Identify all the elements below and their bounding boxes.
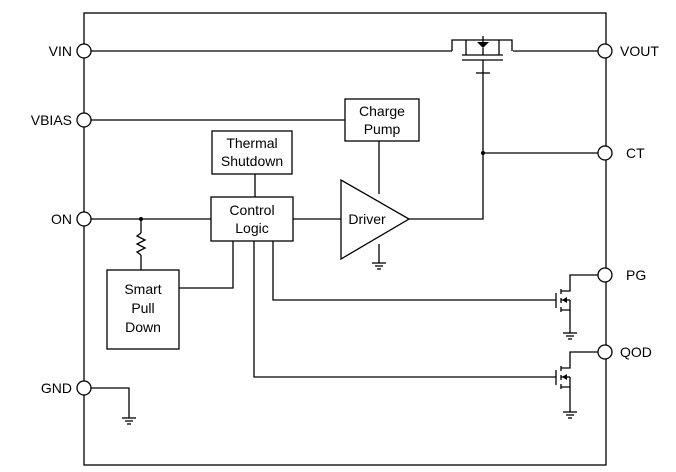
pin-on bbox=[76, 211, 92, 227]
pin-qod bbox=[597, 344, 613, 360]
qod-mosfet bbox=[555, 351, 598, 419]
driver-gate-wire bbox=[409, 73, 484, 220]
driver-block: Driver bbox=[340, 178, 411, 261]
pin-pg bbox=[597, 267, 613, 283]
label-vbias: VBIAS bbox=[31, 112, 72, 128]
pg-gate-wire bbox=[272, 241, 556, 301]
gnd-wire bbox=[91, 387, 130, 418]
label-qod: QOD bbox=[620, 344, 652, 360]
label-gnd: GND bbox=[41, 380, 72, 396]
pulldown-label-3: Down bbox=[125, 319, 161, 335]
control-label-2: Logic bbox=[235, 220, 268, 236]
pass-mosfet bbox=[451, 36, 513, 74]
control-logic-block: Control Logic bbox=[210, 196, 294, 242]
label-vout: VOUT bbox=[620, 43, 659, 59]
pin-ct bbox=[597, 145, 613, 161]
pulldown-label-1: Smart bbox=[124, 281, 161, 297]
junction-on bbox=[139, 217, 143, 221]
smart-pull-down-block: Smart Pull Down bbox=[106, 269, 180, 350]
pulldown-label-2: Pull bbox=[131, 300, 154, 316]
pin-vout bbox=[597, 43, 613, 59]
pin-gnd bbox=[76, 380, 92, 396]
junction-ct bbox=[481, 151, 485, 155]
pin-vbias bbox=[76, 112, 92, 128]
charge-pump-label-1: Charge bbox=[359, 103, 405, 119]
control-label-1: Control bbox=[229, 202, 274, 218]
chip-outline bbox=[83, 12, 607, 466]
thermal-label-2: Shutdown bbox=[221, 153, 283, 169]
driver-label: Driver bbox=[348, 211, 386, 227]
label-pg: PG bbox=[626, 267, 646, 283]
label-ct: CT bbox=[626, 145, 645, 161]
qod-gate-wire bbox=[253, 241, 556, 378]
label-on: ON bbox=[51, 211, 72, 227]
pg-mosfet bbox=[555, 274, 598, 340]
control-pulldown-wire bbox=[179, 241, 234, 289]
charge-pump-label-2: Pump bbox=[364, 121, 401, 137]
pin-vin bbox=[76, 43, 92, 59]
pulldown-resistor bbox=[135, 232, 147, 256]
thermal-label-1: Thermal bbox=[226, 135, 277, 151]
charge-pump-block: Charge Pump bbox=[344, 98, 420, 142]
label-vin: VIN bbox=[49, 43, 72, 59]
thermal-shutdown-block: Thermal Shutdown bbox=[211, 130, 293, 175]
